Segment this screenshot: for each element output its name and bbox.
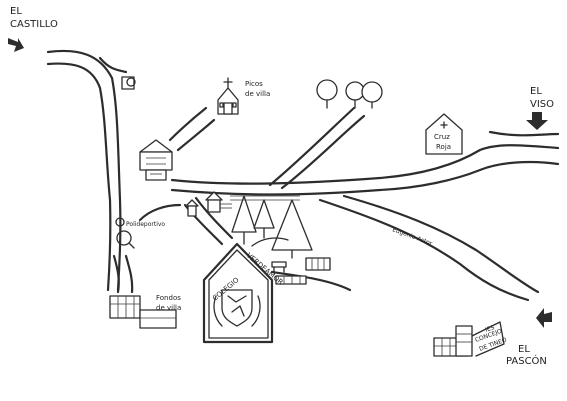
red-cross-building-icon: [425, 113, 463, 155]
arrow-from-pascon-icon: [536, 308, 552, 328]
town-hall-icon: [139, 139, 173, 181]
label-eugenio-astor: Eugenio Astor: [391, 226, 433, 247]
park-area: [185, 191, 331, 285]
label-polideportivo: Polideportivo: [126, 221, 165, 228]
label-el-pascon-line1: EL: [518, 344, 530, 355]
label-cruz-roja-line2: Roja: [436, 143, 451, 151]
bench-icon: [271, 261, 287, 268]
church-icon: [217, 77, 239, 115]
road-network: [46, 49, 560, 302]
label-el-castillo-line1: EL: [10, 6, 22, 17]
arrow-from-viso-icon: [526, 112, 548, 130]
road-west-main: [46, 49, 122, 292]
meter-icon: [121, 76, 136, 90]
tree-group-top: [316, 79, 383, 109]
label-fondos-de-villa-line1: Fondos: [156, 294, 181, 302]
pine-tree-icon: [271, 199, 313, 251]
label-el-castillo-line2: CASTILLO: [10, 19, 58, 30]
label-el-viso-line2: VISO: [530, 99, 554, 110]
sports-center-icon: [115, 217, 135, 249]
pine-tree-icon: [231, 195, 257, 233]
label-picos-de-villa-line2: de villa: [245, 90, 270, 98]
arrow-from-castillo-icon: [8, 38, 24, 52]
label-el-pascon-line2: PASCÓN: [506, 354, 547, 367]
fondos-de-villa-building-icon: [109, 295, 177, 329]
label-fondos-de-villa-line2: de villa: [156, 304, 181, 312]
pine-tree-icon: [253, 199, 275, 229]
label-cruz-roja-line1: Cruz: [434, 133, 450, 141]
road-eugenio-astor: [318, 198, 530, 302]
label-el-viso-line1: EL: [530, 86, 542, 97]
ies-building-icon: [433, 321, 505, 357]
road-central-east: [170, 144, 560, 185]
direction-arrows: [8, 38, 552, 328]
school-building: [202, 242, 274, 344]
label-picos-de-villa-line1: Picos: [245, 80, 263, 88]
label-ies-line1: IES: [484, 324, 495, 334]
